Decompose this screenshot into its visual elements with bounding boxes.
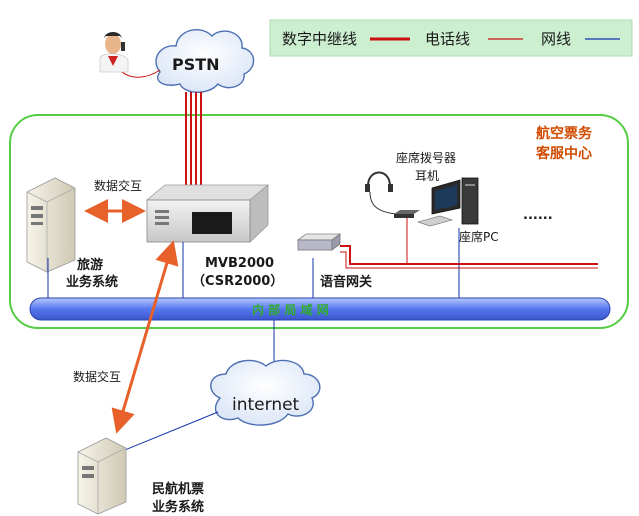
server-tower-icon bbox=[26, 177, 76, 273]
lan-bus: 内 部 局 域 网 bbox=[29, 297, 611, 321]
server-tower-icon bbox=[77, 437, 127, 515]
dialer-device-icon bbox=[394, 210, 420, 218]
digital-trunk-lines bbox=[185, 92, 202, 185]
internal-phone-lines bbox=[340, 216, 598, 269]
legend: 数字中继线 电话线 网线 bbox=[269, 19, 633, 57]
internet-label: internet bbox=[232, 395, 300, 415]
civil-system-line1: 民航机票 bbox=[152, 481, 204, 497]
legend-network-line-label: 网线 bbox=[541, 30, 571, 48]
voice-gateway-label: 语音网关 bbox=[320, 274, 372, 290]
seat-pc-label: 座席PC bbox=[459, 229, 499, 244]
center-title-line1: 航空票务 bbox=[536, 125, 593, 142]
ellipsis: ...... bbox=[523, 208, 553, 223]
data-exchange-arrow-left bbox=[111, 240, 179, 434]
headset-icon bbox=[365, 171, 397, 215]
tourism-system-line2: 业务系统 bbox=[66, 274, 118, 290]
internet-to-civil-line bbox=[119, 411, 219, 453]
computer-icon bbox=[416, 177, 479, 227]
center-boundary bbox=[9, 114, 629, 329]
data-exchange-left-label: 数据交互 bbox=[73, 369, 121, 384]
gateway-device-icon bbox=[296, 233, 342, 251]
legend-digital-trunk-label: 数字中继线 bbox=[282, 30, 357, 48]
mvb-line1: MVB2000 bbox=[205, 256, 274, 271]
rack-server-icon bbox=[145, 184, 270, 243]
tourism-system-line1: 旅游 bbox=[77, 257, 103, 273]
legend-background bbox=[269, 19, 633, 57]
seat-dialer-line2: 耳机 bbox=[415, 169, 439, 183]
data-exchange-top-label: 数据交互 bbox=[94, 178, 142, 193]
center-title-line2: 客服中心 bbox=[535, 145, 592, 162]
civil-system-line2: 业务系统 bbox=[152, 499, 204, 515]
pstn-cloud: PSTN bbox=[155, 28, 255, 93]
internet-cloud: internet bbox=[210, 359, 321, 426]
pstn-label: PSTN bbox=[172, 55, 220, 74]
mvb-line2: （CSR2000） bbox=[192, 273, 283, 289]
seat-dialer-line1: 座席拨号器 bbox=[396, 150, 456, 165]
legend-phone-line-label: 电话线 bbox=[425, 30, 470, 48]
caller-person-icon bbox=[99, 32, 129, 73]
lan-label: 内 部 局 域 网 bbox=[252, 302, 329, 317]
